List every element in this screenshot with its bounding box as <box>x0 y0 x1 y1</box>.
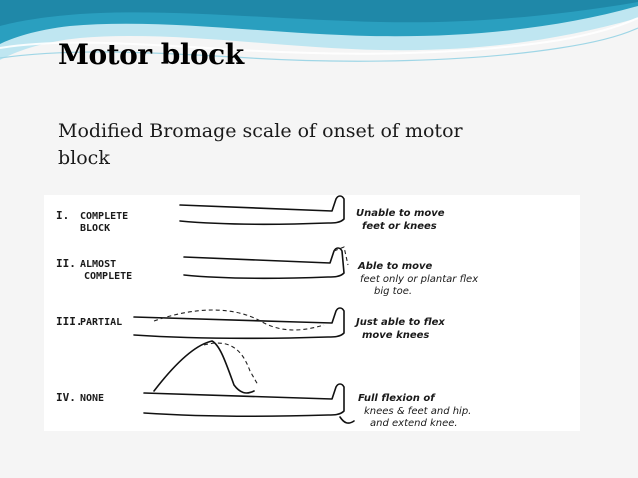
row-1-desc-1: Unable to move <box>356 208 445 219</box>
row-1-label-2: BLOCK <box>80 223 110 234</box>
scale-row-1: I. COMPLETE BLOCK Unable to move feet or… <box>56 195 445 234</box>
row-4-numeral: IV. <box>56 391 76 404</box>
row-2-label: ALMOST <box>80 259 116 270</box>
row-4-flexed-leg <box>153 340 255 394</box>
row-2-desc-1: Able to move <box>357 261 433 272</box>
row-2-desc-2: feet only or plantar flex <box>360 274 478 285</box>
row-2-label-2: COMPLETE <box>84 271 132 282</box>
scale-row-3: III. PARTIAL Just able to flex move knee… <box>56 307 445 341</box>
row-2-numeral: II. <box>56 257 76 270</box>
row-3-desc-2: move knees <box>362 330 429 341</box>
row-3-knee-movement <box>153 309 325 331</box>
row-1-numeral: I. <box>56 209 69 222</box>
row-4-desc-3: and extend knee. <box>370 418 458 429</box>
scale-row-4: IV. NONE Full flexion of knees & feet an… <box>56 340 471 429</box>
row-1-label: COMPLETE <box>80 211 128 222</box>
row-3-desc-1: Just able to flex <box>354 317 445 328</box>
row-2-leg-drawing <box>183 247 345 280</box>
row-4-desc-1: Full flexion of <box>358 393 436 404</box>
bromage-scale-drawing: I. COMPLETE BLOCK Unable to move feet or… <box>56 195 478 429</box>
row-3-leg-drawing <box>133 307 345 340</box>
row-3-numeral: III. <box>56 315 83 328</box>
header-wave-decoration <box>0 0 638 62</box>
row-4-leg-drawing <box>143 383 345 418</box>
row-4-hip-movement <box>203 342 259 386</box>
slide-subtitle: Modified Bromage scale of onset of motor… <box>58 120 463 169</box>
row-4-desc-2: knees & feet and hip. <box>364 406 471 417</box>
row-1-leg-drawing <box>179 195 345 226</box>
row-1-desc-2: feet or knees <box>362 221 437 232</box>
slide-title: Motor block <box>58 38 244 71</box>
bromage-scale-figure: I. COMPLETE BLOCK Unable to move feet or… <box>44 195 580 431</box>
row-3-label: PARTIAL <box>80 317 122 328</box>
scale-row-2: II. ALMOST COMPLETE Able to move feet on… <box>56 246 478 297</box>
row-2-foot-movement <box>333 246 349 266</box>
row-4-label: NONE <box>80 393 104 404</box>
row-4-foot-curl <box>339 416 355 424</box>
row-2-desc-3: big toe. <box>374 286 412 297</box>
